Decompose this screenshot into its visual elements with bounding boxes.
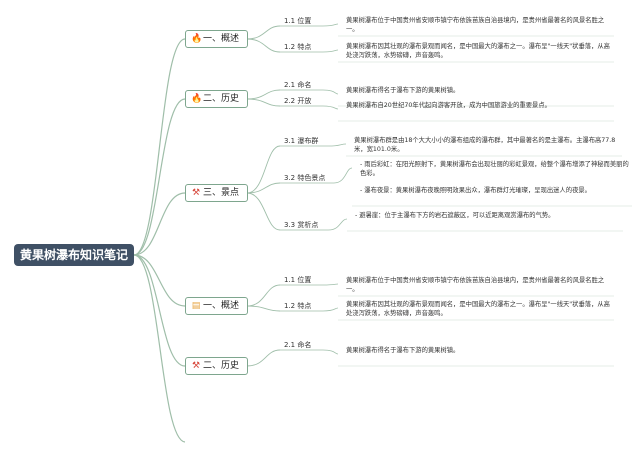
note-text: 黄果树瀑布因其壮观的瀑布景观而闻名，是中国最大的瀑布之一。瀑布呈"一线天"状垂落… <box>346 43 610 59</box>
branch-topic[interactable]: 🔥一、概述 <box>185 30 248 48</box>
sub-note-connector <box>322 307 339 312</box>
root-branch-connector <box>133 38 186 256</box>
note-text: 黄果树瀑布位于中国贵州省安顺市镇宁布依族苗族自治县境内，是贵州省最著名的风景名胜… <box>346 17 605 33</box>
sub-note-connector <box>328 143 347 147</box>
subtopic-label[interactable]: 1.1 位置 <box>284 17 312 25</box>
branch-sub-connector <box>246 349 281 367</box>
sub-note-connector <box>328 218 348 231</box>
root-branch-connector <box>133 254 186 367</box>
branch-topic[interactable]: ⚒二、历史 <box>185 357 248 375</box>
subtopic-label[interactable]: 3.3 赏析点 <box>284 221 319 229</box>
subtopic-label[interactable]: 1.2 特点 <box>284 43 312 51</box>
sub-note-connector <box>322 349 339 355</box>
branch-sub-connector <box>246 305 281 312</box>
branch-topic[interactable]: ▤一、概述 <box>185 297 248 315</box>
root-branch-connector <box>133 254 186 307</box>
subtopic-label[interactable]: 3.2 特色景点 <box>284 174 326 182</box>
branch-label: 三、景点 <box>203 188 240 198</box>
subtopic-label[interactable]: 1.1 位置 <box>284 276 312 284</box>
note-text: 黄果树瀑布得名于瀑布下游的黄果树镇。 <box>346 347 460 354</box>
tools-icon: ⚒ <box>191 361 201 371</box>
sub-note-connector <box>322 105 339 110</box>
subtopic-label[interactable]: 2.1 命名 <box>284 341 312 349</box>
subtopic-label[interactable]: 2.2 开放 <box>284 97 312 105</box>
note-text: 黄果树瀑布自20世纪70年代起向游客开放，成为中国旅游业的重要景点。 <box>346 102 551 109</box>
subtopic-label[interactable]: 3.1 瀑布群 <box>284 137 319 145</box>
branch-sub-connector <box>246 182 281 194</box>
branch-sub-connector <box>246 98 281 107</box>
subtopic-label[interactable]: 1.2 特点 <box>284 302 312 310</box>
note-text: - 雨后彩虹：在阳光照射下，黄果树瀑布会出现壮丽的彩虹景观，给整个瀑布增添了神秘… <box>360 161 629 177</box>
root-branch-connector <box>133 192 186 256</box>
branch-label: 二、历史 <box>203 94 240 104</box>
root-branch-connector <box>133 98 186 256</box>
note-text: 黄果树瀑布得名于瀑布下游的黄果树镇。 <box>346 87 460 94</box>
root-branch-connector <box>133 254 186 443</box>
branch-sub-connector <box>246 284 281 307</box>
sub-note-connector <box>322 89 339 95</box>
note-text: 黄果树瀑布群是由18个大大小小的瀑布组成的瀑布群，其中最著名的是主瀑布。主瀑布高… <box>354 137 616 153</box>
flame-icon: 🔥 <box>191 94 203 104</box>
root-topic[interactable]: 黄果树瀑布知识笔记 <box>14 244 134 266</box>
sub-note-connector <box>322 283 339 286</box>
sub-note-connector <box>333 167 353 184</box>
branch-label: 一、概述 <box>203 301 240 311</box>
flame-icon: 🔥 <box>191 34 203 44</box>
branch-sub-connector <box>246 89 281 100</box>
branch-topic[interactable]: 🔥二、历史 <box>185 90 248 108</box>
note-text: - 瀑布夜景：黄果树瀑布夜晚照明效果出众，瀑布群灯光璀璨，呈现出迷人的夜景。 <box>360 187 591 194</box>
tools-icon: ⚒ <box>191 188 201 198</box>
branch-sub-connector <box>246 145 281 194</box>
note-text: 黄果树瀑布位于中国贵州省安顺市镇宁布依族苗族自治县境内，是贵州省最著名的风景名胜… <box>346 277 605 293</box>
branch-topic[interactable]: ⚒三、景点 <box>185 184 248 202</box>
subtopic-label[interactable]: 2.1 命名 <box>284 81 312 89</box>
branch-label: 二、历史 <box>203 361 240 371</box>
branch-sub-connector <box>246 25 281 40</box>
note-text: - 避暑崖：位于主瀑布下方的岩石遮蔽区，可以近距离观赏瀑布的气势。 <box>355 212 555 219</box>
sub-note-connector <box>322 23 339 27</box>
note-text: 黄果树瀑布因其壮观的瀑布景观而闻名，是中国最大的瀑布之一。瀑布呈"一线天"状垂落… <box>346 301 610 317</box>
document-icon: ▤ <box>191 301 201 311</box>
branch-label: 一、概述 <box>203 34 240 44</box>
sub-note-connector <box>322 49 339 53</box>
branch-sub-connector <box>246 192 281 231</box>
branch-sub-connector <box>246 38 281 53</box>
